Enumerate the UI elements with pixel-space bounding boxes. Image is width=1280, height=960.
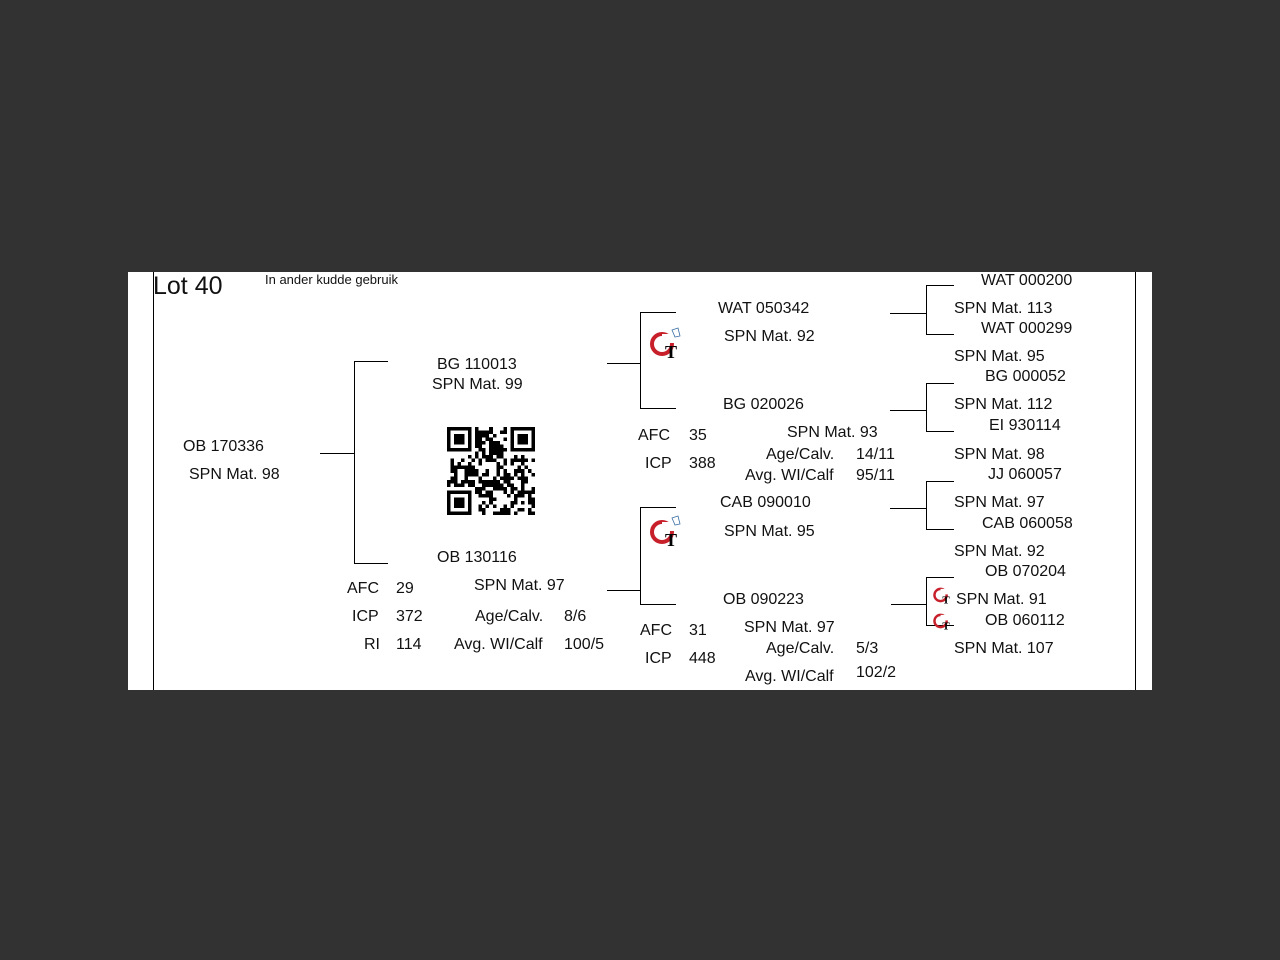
- gen4-5-id: JJ 060057: [988, 466, 1062, 483]
- connector: [640, 604, 676, 605]
- connector: [926, 383, 927, 432]
- usage-note: In ander kudde gebruik: [265, 272, 398, 287]
- gen4-2-id: WAT 000299: [981, 320, 1073, 337]
- connector: [640, 507, 676, 508]
- connector: [890, 410, 926, 411]
- connector: [891, 604, 926, 605]
- maternal-dam-afc-value: 31: [689, 622, 707, 639]
- connector: [354, 563, 388, 564]
- maternal-dam-age-label: Age/Calv.: [766, 640, 835, 657]
- maternal-dam-id: OB 090223: [723, 591, 804, 608]
- connector: [354, 361, 355, 564]
- connector: [926, 577, 954, 578]
- dam-wi-label: Avg. WI/Calf: [454, 636, 543, 653]
- dam-age-label: Age/Calv.: [475, 608, 544, 625]
- dam-icp-label: ICP: [352, 608, 379, 625]
- paternal-dam-icp-value: 388: [689, 455, 716, 472]
- gen4-4-id: EI 930114: [989, 417, 1061, 434]
- pedigree-sheet: Lot 40 In ander kudde gebruik OB 170336 …: [128, 272, 1152, 690]
- maternal-dam-afc-label: AFC: [640, 622, 672, 639]
- maternal-dam-icp-label: ICP: [645, 650, 672, 667]
- connector: [926, 481, 927, 530]
- gt-logo-icon: T: [648, 514, 684, 550]
- lot-title: Lot 40: [153, 272, 223, 300]
- paternal-dam-wi-value: 95/11: [856, 467, 895, 484]
- connector: [890, 313, 926, 314]
- maternal-sire-spn: SPN Mat. 95: [724, 523, 815, 540]
- maternal-sire-id: CAB 090010: [720, 494, 811, 511]
- connector: [607, 363, 640, 364]
- gen4-1-id: WAT 000200: [981, 272, 1073, 289]
- connector: [926, 529, 954, 530]
- paternal-dam-spn: SPN Mat. 93: [787, 424, 878, 441]
- connector: [640, 312, 676, 313]
- right-border: [1135, 272, 1136, 690]
- dam-age-value: 8/6: [564, 608, 587, 625]
- connector: [926, 481, 954, 482]
- paternal-sire-id: WAT 050342: [718, 300, 810, 317]
- gen4-3-spn: SPN Mat. 112: [954, 396, 1053, 413]
- dam-icp-value: 372: [396, 608, 423, 625]
- animal-id: OB 170336: [183, 438, 264, 455]
- sire-id: BG 110013: [437, 356, 517, 373]
- maternal-dam-spn: SPN Mat. 97: [744, 619, 835, 636]
- gen4-6-spn: SPN Mat. 92: [954, 543, 1045, 560]
- maternal-dam-icp-value: 448: [689, 650, 716, 667]
- connector: [926, 625, 954, 626]
- connector: [926, 577, 927, 626]
- gen4-8-spn: SPN Mat. 107: [954, 640, 1054, 657]
- dam-id: OB 130116: [437, 549, 517, 566]
- gen4-7-spn: SPN Mat. 91: [956, 591, 1047, 608]
- paternal-sire-spn: SPN Mat. 92: [724, 328, 815, 345]
- connector: [926, 383, 954, 384]
- gt-logo-icon: T: [932, 584, 954, 607]
- maternal-dam-age-value: 5/3: [856, 640, 879, 657]
- connector: [640, 408, 676, 409]
- dam-ri-value: 114: [396, 636, 422, 653]
- dam-ri-label: RI: [364, 636, 380, 653]
- paternal-dam-icp-label: ICP: [645, 455, 672, 472]
- gen4-6-id: CAB 060058: [982, 515, 1073, 532]
- connector: [354, 361, 388, 362]
- gt-logo-icon: T: [932, 610, 954, 633]
- paternal-dam-age-value: 14/11: [856, 446, 895, 463]
- connector: [926, 431, 954, 432]
- animal-spn: SPN Mat. 98: [189, 466, 280, 483]
- svg-text:T: T: [942, 595, 950, 606]
- paternal-dam-wi-label: Avg. WI/Calf: [745, 467, 834, 484]
- left-border: [153, 272, 154, 690]
- gen4-2-spn: SPN Mat. 95: [954, 348, 1045, 365]
- connector: [926, 285, 954, 286]
- connector: [640, 507, 641, 605]
- gen4-8-id: OB 060112: [985, 612, 1065, 629]
- connector: [926, 334, 954, 335]
- paternal-dam-afc-label: AFC: [638, 427, 670, 444]
- connector: [640, 312, 641, 409]
- connector: [926, 285, 927, 335]
- dam-afc-value: 29: [396, 580, 414, 597]
- connector: [320, 453, 354, 454]
- svg-text:T: T: [665, 342, 677, 362]
- gen4-7-id: OB 070204: [985, 563, 1066, 580]
- qr-code-icon: [447, 427, 535, 515]
- svg-text:T: T: [942, 621, 950, 632]
- dam-spn: SPN Mat. 97: [474, 577, 565, 594]
- paternal-dam-afc-value: 35: [689, 427, 707, 444]
- maternal-dam-wi-value: 102/2: [856, 664, 897, 681]
- paternal-dam-age-label: Age/Calv.: [766, 446, 835, 463]
- gt-logo-icon: T: [648, 326, 684, 362]
- svg-text:T: T: [665, 530, 677, 550]
- connector: [890, 508, 926, 509]
- dam-afc-label: AFC: [347, 580, 379, 597]
- dam-wi-value: 100/5: [564, 636, 605, 653]
- gen4-3-id: BG 000052: [985, 368, 1066, 385]
- connector: [607, 590, 640, 591]
- gen4-1-spn: SPN Mat. 113: [954, 300, 1053, 317]
- sire-spn: SPN Mat. 99: [432, 376, 523, 393]
- maternal-dam-wi-label: Avg. WI/Calf: [745, 668, 834, 685]
- gen4-4-spn: SPN Mat. 98: [954, 446, 1045, 463]
- paternal-dam-id: BG 020026: [723, 396, 804, 413]
- gen4-5-spn: SPN Mat. 97: [954, 494, 1045, 511]
